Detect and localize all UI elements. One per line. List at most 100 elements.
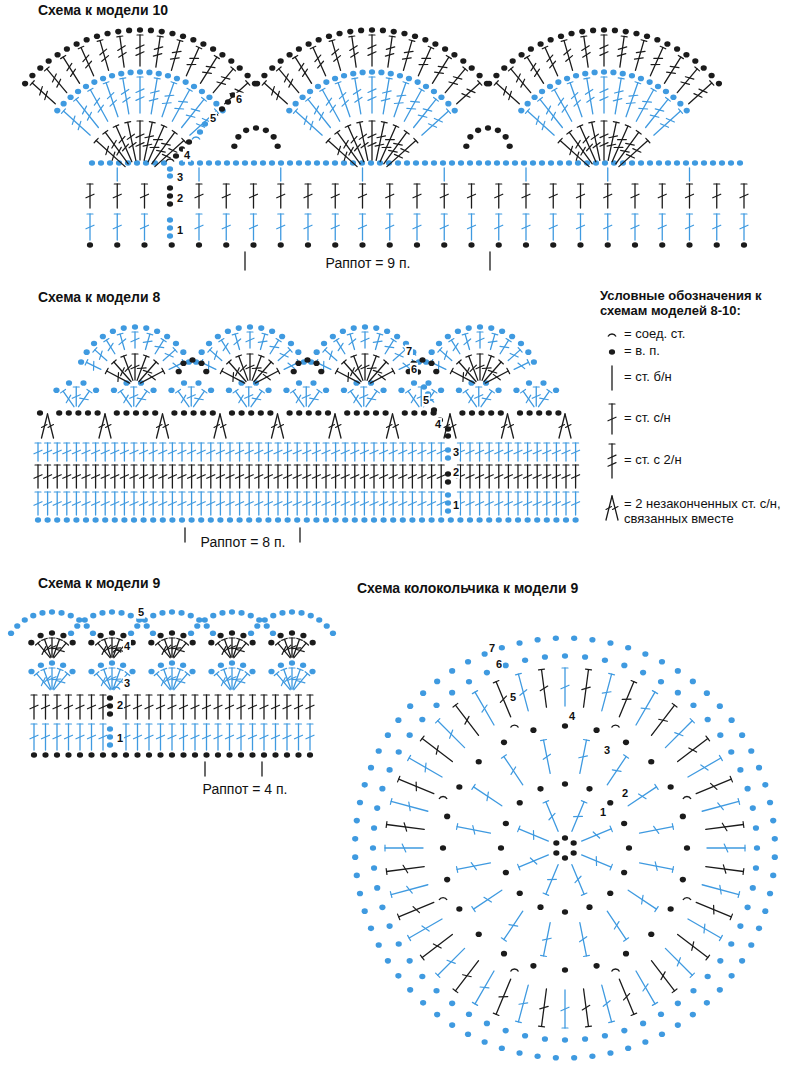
chain-stitch [737, 160, 743, 166]
chain-stitch [261, 73, 267, 79]
double-crochet-symbol [495, 214, 503, 240]
double-crochet-symbol [389, 443, 397, 461]
chain-stitch [242, 160, 248, 166]
double-crochet-symbol [360, 387, 368, 406]
double-crochet-symbol-top [196, 183, 202, 184]
double-crochet-symbol [72, 443, 80, 461]
chain-stitch [602, 160, 608, 166]
treble-crochet-symbol-tick [169, 149, 177, 153]
treble-crochet-symbol-stem [47, 69, 67, 93]
chain-stitch [323, 517, 329, 523]
double-crochet-symbol-top [469, 213, 475, 214]
chain-stitch [445, 479, 451, 485]
chain-stitch [54, 52, 60, 58]
double-crochet-symbol-top [505, 464, 511, 465]
double-crochet-symbol [351, 443, 359, 461]
double-crochet-symbol-tick [108, 343, 113, 350]
double-crochet-symbol-tick [63, 450, 71, 454]
double-crochet-symbol-top [35, 442, 41, 443]
double-crochet-symbol-tick [250, 194, 258, 198]
double-crochet-symbol-top [687, 183, 693, 184]
double-crochet-symbol [322, 492, 330, 515]
decrease-leg [508, 414, 514, 438]
chain-stitch [590, 28, 596, 34]
treble-crochet-symbol-tick [83, 106, 87, 114]
double-crochet-symbol-top [323, 491, 329, 492]
double-crochet-symbol-tick [428, 475, 436, 479]
chain-stitch [485, 160, 491, 166]
double-crochet-symbol-tick [514, 475, 522, 479]
double-crochet-symbol [351, 465, 359, 488]
chain-stitch [387, 242, 393, 248]
treble-crochet-symbol [402, 40, 414, 71]
decrease-tick [221, 425, 227, 428]
double-crochet-symbol [562, 492, 570, 515]
double-crochet-symbol-tick [303, 475, 311, 479]
chain-stitch [629, 73, 635, 79]
chain-stitch [167, 173, 173, 179]
chain-stitch [573, 517, 579, 523]
chain-stitch [54, 108, 60, 114]
treble-crochet-symbol-tick [330, 105, 335, 112]
chain-stitch [654, 37, 660, 43]
treble-crochet-symbol-top [352, 78, 358, 79]
treble-crochet-symbol-top [44, 67, 49, 71]
double-crochet-symbol [86, 184, 94, 208]
double-crochet-symbol-top [313, 442, 319, 443]
chain-stitch [305, 242, 311, 248]
double-crochet-symbol-top [246, 386, 252, 387]
double-crochet-symbol-top [121, 355, 127, 357]
decrease-tick [214, 425, 220, 428]
treble-crochet-symbol [149, 78, 160, 114]
treble-crochet-symbol-stem [404, 90, 421, 122]
treble-crochet-symbol-top [601, 34, 607, 35]
double-crochet-symbol-tick [92, 502, 100, 506]
treble-crochet-symbol-top [349, 35, 355, 37]
treble-crochet-symbol-stem [646, 99, 668, 127]
double-crochet-symbol-tick [111, 475, 119, 479]
double-crochet-symbol [341, 465, 349, 488]
double-crochet-symbol-tick [216, 502, 224, 506]
double-crochet-symbol-tick [495, 502, 503, 506]
decrease-leg [214, 414, 220, 438]
treble-crochet-symbol-tick [550, 61, 556, 68]
double-crochet-symbol-tick [34, 502, 42, 506]
double-crochet-symbol-tick [168, 450, 176, 454]
double-crochet-symbol-top [659, 213, 665, 214]
double-crochet-symbol-tick [245, 475, 253, 479]
double-crochet-symbol-top [371, 464, 377, 465]
chain-stitch [503, 160, 509, 166]
double-crochet-symbol-tick [245, 502, 253, 506]
treble-crochet-symbol-tick [349, 147, 353, 155]
double-crochet-symbol-top [496, 183, 502, 184]
double-crochet-symbol-top [486, 464, 492, 465]
chain-stitch [526, 380, 532, 386]
double-crochet-symbol-stem [106, 340, 114, 354]
double-crochet-symbol-top [117, 333, 123, 335]
treble-crochet-symbol-tick [428, 124, 436, 128]
double-crochet-symbol [389, 465, 397, 488]
double-crochet-symbol-tick [341, 502, 349, 506]
double-crochet-symbol-tick [437, 502, 445, 506]
chain-stitch [165, 73, 171, 79]
treble-crochet-symbol-stem [664, 57, 680, 83]
chain-stitch [546, 410, 552, 416]
chain-stitch [83, 84, 89, 90]
single-crochet-symbol-stem [689, 168, 690, 181]
chain-stitch [237, 65, 243, 71]
double-crochet-symbol-tick [149, 475, 157, 479]
double-crochet-symbol [207, 443, 215, 461]
treble-crochet-symbol-tick [600, 134, 608, 138]
double-crochet-symbol-top [275, 442, 281, 443]
double-crochet-symbol-tick [117, 373, 119, 382]
double-crochet-symbol [572, 465, 580, 488]
treble-crochet-symbol-tick [112, 152, 115, 160]
double-crochet-symbol [274, 465, 282, 488]
double-crochet-symbol-tick [341, 450, 349, 454]
treble-crochet-symbol-stem [337, 132, 360, 164]
double-crochet-symbol-tick [141, 225, 149, 229]
treble-crochet-symbol-tick [564, 49, 571, 55]
double-crochet-symbol-tick [476, 450, 484, 454]
chain-stitch [411, 410, 417, 416]
